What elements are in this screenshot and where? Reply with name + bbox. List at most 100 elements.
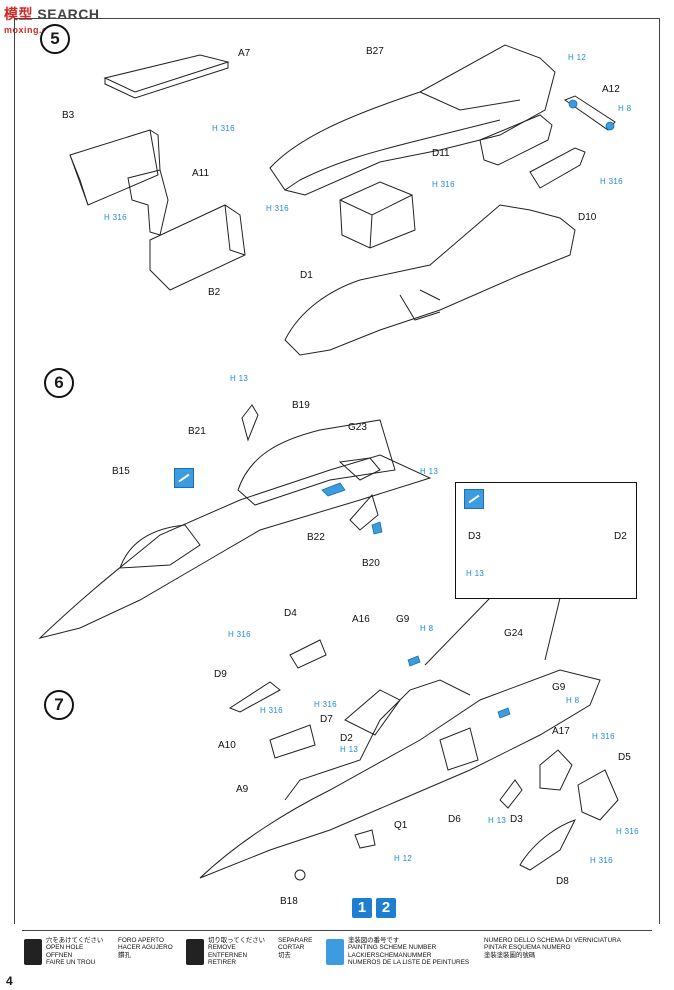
color-code: H 13 xyxy=(420,467,439,476)
label-b19: B19 xyxy=(292,400,310,411)
color-code: H 13 xyxy=(466,569,485,578)
part-d4-shape xyxy=(289,639,327,669)
label-g24: G24 xyxy=(504,628,523,639)
color-code: H 316 xyxy=(432,180,455,189)
label-a9: A9 xyxy=(236,784,249,795)
color-code: H 316 xyxy=(104,213,127,222)
part-d11-shape xyxy=(479,114,553,166)
drill-icon xyxy=(24,939,42,965)
paint-scheme-chip xyxy=(464,489,484,509)
part-d6-shape xyxy=(439,727,479,771)
label-a17: A17 xyxy=(552,726,570,737)
label-d8: D8 xyxy=(556,876,569,887)
label-a10: A10 xyxy=(218,740,236,751)
label-b21: B21 xyxy=(188,426,206,437)
label-b15: B15 xyxy=(112,466,130,477)
label-b2: B2 xyxy=(208,287,221,298)
color-code: H 8 xyxy=(618,104,632,113)
page-frame-right xyxy=(659,18,660,924)
label-d11: D11 xyxy=(432,148,450,159)
label-a11: A11 xyxy=(192,168,210,179)
legend-remove-2: SEPARARE CORTAR 切去 xyxy=(278,937,313,959)
color-code: H 12 xyxy=(568,53,587,62)
part-a10-shape xyxy=(269,724,316,759)
label-d10: D10 xyxy=(578,212,597,223)
label-d2: D2 xyxy=(340,733,353,744)
label-d3: D3 xyxy=(510,814,523,825)
label-g23: G23 xyxy=(348,422,367,433)
label-d1: D1 xyxy=(300,270,313,281)
color-code: H 13 xyxy=(340,745,359,754)
part-d9-shape xyxy=(228,681,281,713)
step-5-number: 5 xyxy=(40,24,70,54)
color-code: H 316 xyxy=(616,827,639,836)
color-code: H 316 xyxy=(600,177,623,186)
label-inset-d3: D3 xyxy=(468,531,481,542)
label-a16: A16 xyxy=(352,614,370,625)
color-code: H 12 xyxy=(394,854,413,863)
label-b27: B27 xyxy=(366,46,384,57)
label-b3: B3 xyxy=(62,110,75,121)
paint-scheme-icon xyxy=(326,939,344,965)
color-code: H 8 xyxy=(420,624,434,633)
part-a12-shape xyxy=(563,95,616,131)
label-q1: Q1 xyxy=(394,820,408,831)
label-b18: B18 xyxy=(280,896,298,907)
label-g9: G9 xyxy=(396,614,410,625)
part-a7-edge xyxy=(104,62,229,99)
label-a7: A7 xyxy=(238,48,251,59)
legend-paint-scheme-2: NUMERO DELLO SCHEMA DI VERNICIATURA PINT… xyxy=(484,937,621,959)
part-b18-shape xyxy=(294,869,306,881)
forward-body-shape xyxy=(237,419,396,506)
inset-detail-box: D3 D2 H 13 xyxy=(455,482,637,599)
color-code: H 8 xyxy=(566,696,580,705)
paint-scheme-2: 2 xyxy=(376,898,396,918)
page-frame-left xyxy=(14,18,15,924)
page-number: 4 xyxy=(6,974,13,988)
part-d10-shape xyxy=(529,147,586,189)
part-a17-shape xyxy=(539,749,573,791)
color-code: H 316 xyxy=(260,706,283,715)
cut-icon xyxy=(186,939,204,965)
label-g9-second: G9 xyxy=(552,682,566,693)
label-d9: D9 xyxy=(214,669,227,680)
paint-scheme-chip xyxy=(174,468,194,488)
label-d6: D6 xyxy=(448,814,461,825)
color-code: H 13 xyxy=(230,374,249,383)
step-7-number: 7 xyxy=(44,690,74,720)
page-frame-top xyxy=(14,18,660,19)
assembly-drawing xyxy=(38,44,619,881)
label-inset-d2: D2 xyxy=(614,531,627,542)
legend-remove: 切り取ってください REMOVE ENTFERNEN RETIRER xyxy=(208,937,266,967)
label-d5: D5 xyxy=(618,752,631,763)
canopy-shape xyxy=(119,524,201,569)
symbol-legend: 穴をあけてください OPEN HOLE OFFNEN FAIRE UN TROU… xyxy=(22,930,652,979)
part-d3-shape xyxy=(499,779,523,809)
part-d1-shape xyxy=(284,204,576,356)
paint-scheme-1: 1 xyxy=(352,898,372,918)
legend-paint-scheme: 塗装図の番号です PAINTING SCHEME NUMBER LACKIERS… xyxy=(348,937,470,967)
color-code: H 316 xyxy=(592,732,615,741)
color-code: H 316 xyxy=(212,124,235,133)
part-a11-shape xyxy=(127,169,169,236)
color-code: H 316 xyxy=(266,204,289,213)
legend-open-hole: 穴をあけてください OPEN HOLE OFFNEN FAIRE UN TROU xyxy=(46,937,104,967)
label-b22: B22 xyxy=(307,532,325,543)
color-code: H 316 xyxy=(590,856,613,865)
part-b3-shape xyxy=(69,129,159,206)
step-6-number: 6 xyxy=(44,368,74,398)
part-b22-shape xyxy=(349,493,379,531)
label-d4: D4 xyxy=(284,608,297,619)
label-b20: B20 xyxy=(362,558,380,569)
main-fuselage-shape xyxy=(199,669,601,879)
part-b21-shape xyxy=(241,404,259,442)
color-code: H 316 xyxy=(228,630,251,639)
nose-fuselage-shape xyxy=(38,454,432,639)
part-d8-shape xyxy=(519,819,576,871)
label-a12: A12 xyxy=(602,84,620,95)
part-d7-shape xyxy=(344,689,401,736)
part-b27-shape xyxy=(269,44,556,196)
part-q1-shape xyxy=(354,829,376,849)
color-code: H 13 xyxy=(488,816,507,825)
part-d5-shape xyxy=(577,769,619,821)
